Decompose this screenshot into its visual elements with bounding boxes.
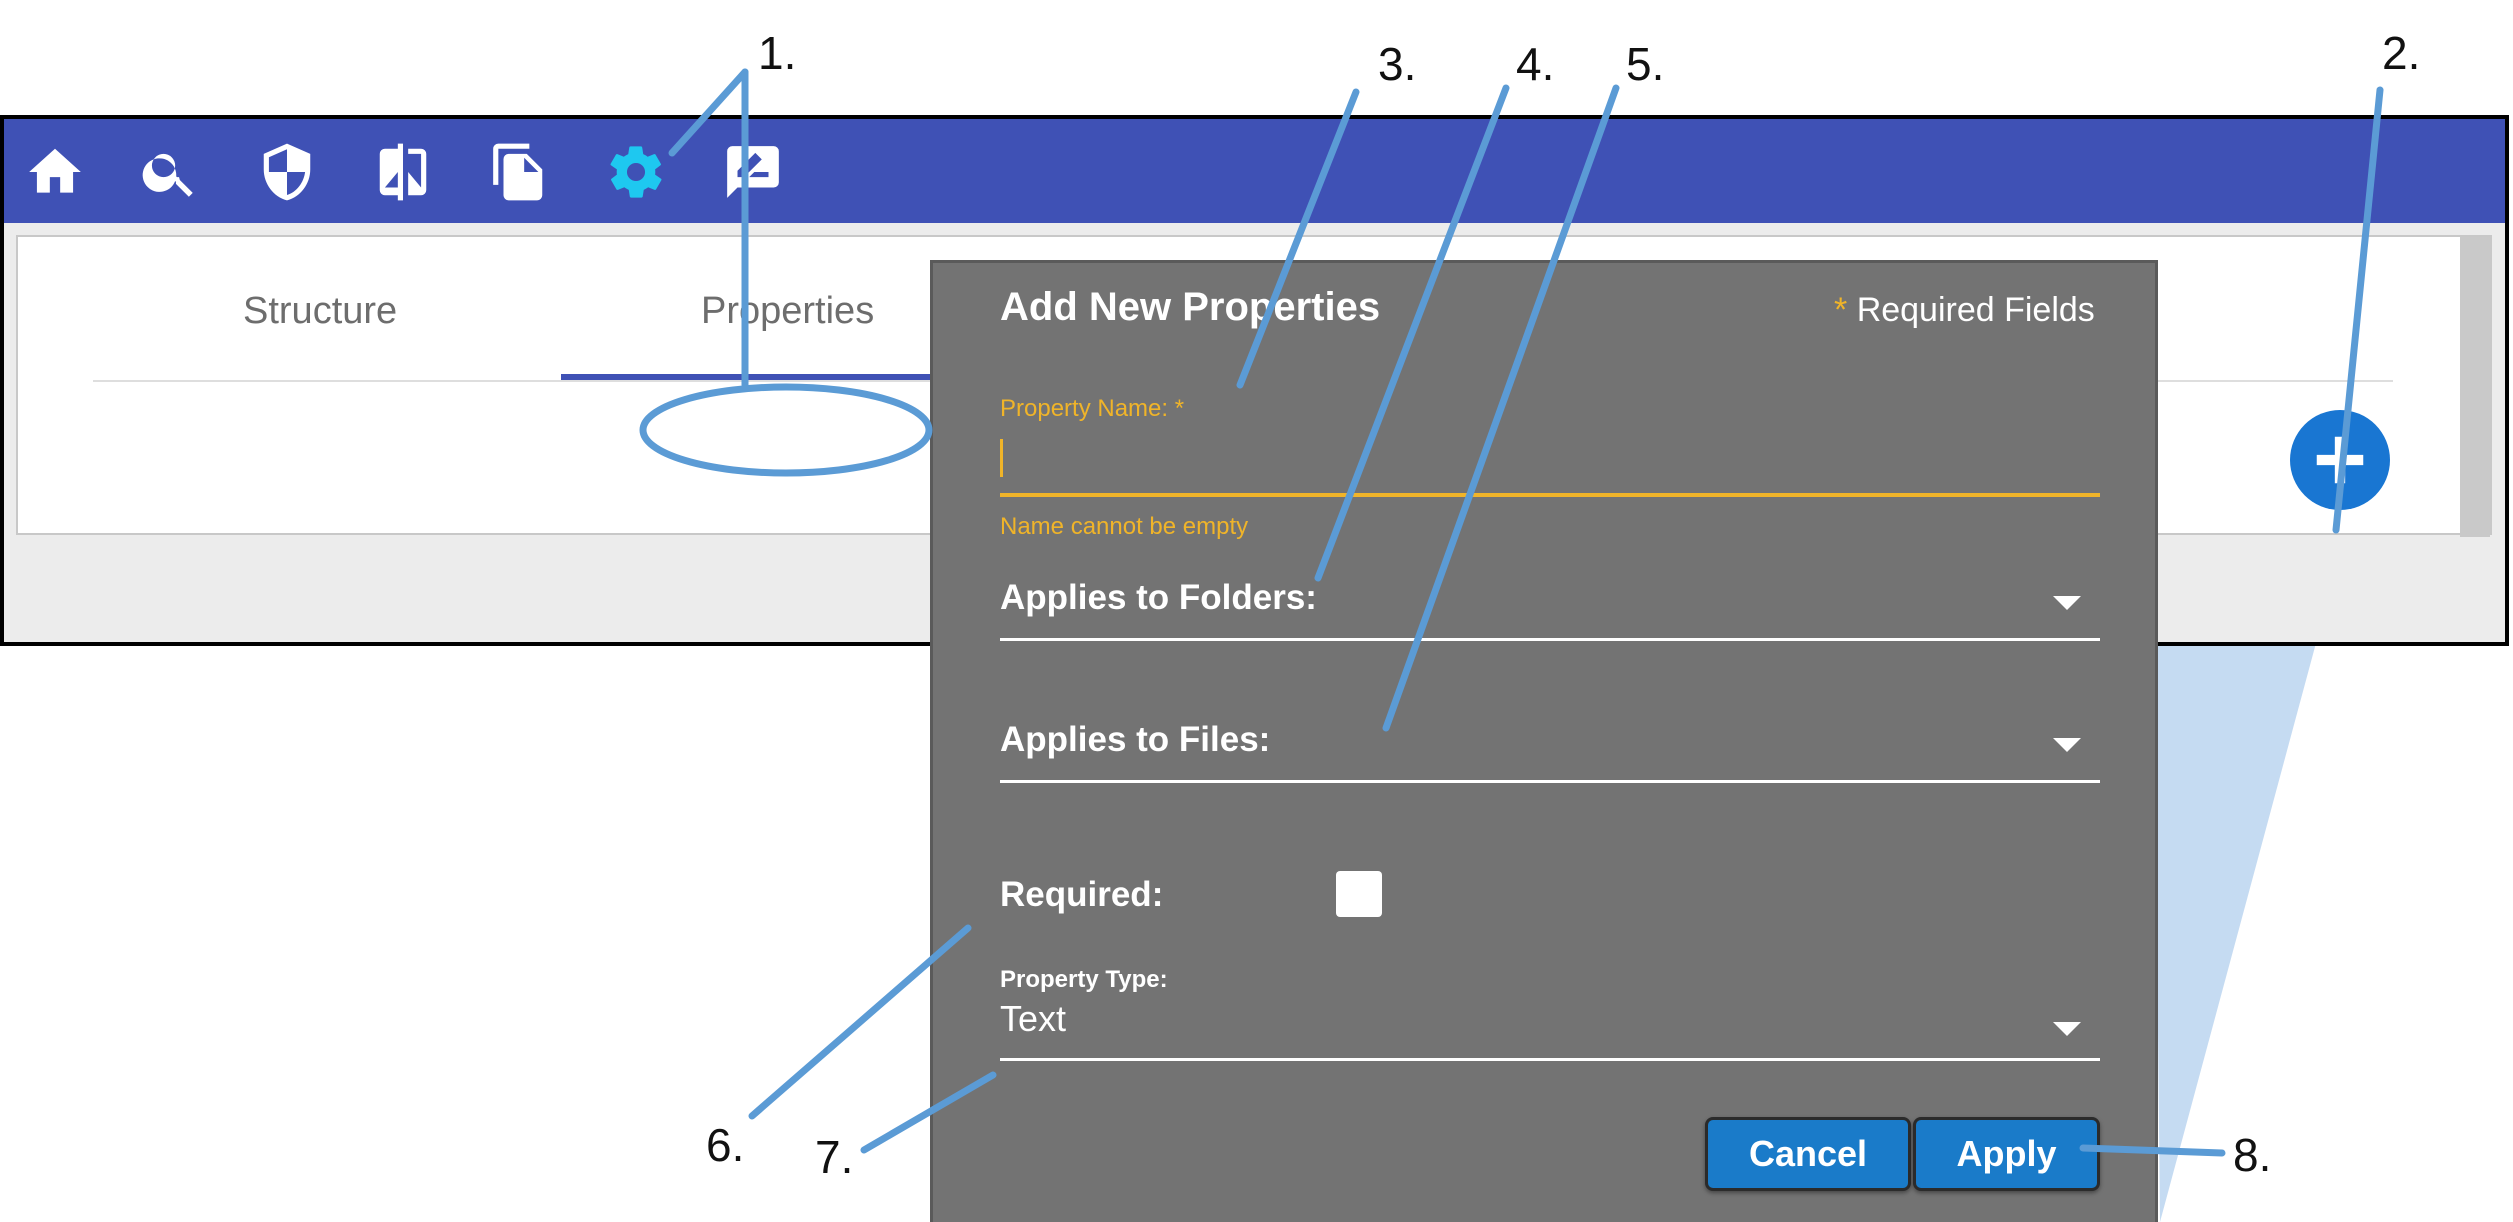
dialog-title: Add New Properties (1000, 285, 1381, 329)
tab-structure[interactable]: Structure (243, 290, 398, 332)
property-type-label: Property Type: (1000, 966, 1168, 993)
gear-icon[interactable] (605, 141, 667, 203)
property-name-underline (1000, 493, 2100, 497)
required-star: * (1834, 291, 1848, 329)
applies-to-files-select[interactable]: Applies to Files: (1000, 710, 2100, 783)
required-checkbox[interactable] (1336, 871, 1382, 917)
applies-to-folders-select[interactable]: Applies to Folders: (1000, 568, 2100, 641)
chevron-down-icon (2053, 738, 2081, 752)
property-type-underline (1000, 1058, 2100, 1061)
top-toolbar (4, 119, 2505, 223)
property-name-error: Name cannot be empty (1000, 513, 1249, 540)
callout-2: 2. (2382, 27, 2421, 79)
property-name-label: Property Name: * (1000, 395, 1185, 422)
property-type-value: Text (1000, 998, 1067, 1039)
add-property-button[interactable] (2290, 410, 2390, 510)
required-fields-label: Required Fields (1856, 291, 2095, 329)
text-cursor (1000, 439, 1003, 477)
property-type-select[interactable]: Text (1000, 998, 2100, 1063)
folders-underline (1000, 638, 2100, 641)
shield-icon[interactable] (256, 141, 318, 203)
chevron-down-icon (2053, 1022, 2081, 1036)
callout-7: 7. (815, 1131, 854, 1183)
callout-1: 1. (758, 27, 797, 79)
add-properties-dialog: Add New Properties * Required Fields Pro… (930, 260, 2158, 1222)
plus-icon (2316, 436, 2364, 484)
property-name-input[interactable] (1000, 433, 2100, 483)
active-tab-indicator (561, 374, 941, 380)
home-icon[interactable] (24, 141, 86, 203)
required-fields-note: * Required Fields (1834, 291, 2095, 330)
cancel-button[interactable]: Cancel (1705, 1117, 1911, 1191)
callout-5: 5. (1626, 38, 1665, 90)
scrollbar[interactable] (2460, 237, 2490, 537)
apply-button[interactable]: Apply (1913, 1117, 2100, 1191)
callout-4: 4. (1516, 38, 1555, 90)
files-underline (1000, 780, 2100, 783)
copy-icon[interactable] (488, 141, 550, 203)
tab-properties[interactable]: Properties (701, 290, 875, 332)
required-checkbox-label: Required: (1000, 875, 1164, 914)
applies-to-files-label: Applies to Files: (1000, 720, 1271, 759)
applies-to-folders-label: Applies to Folders: (1000, 578, 1317, 617)
callout-8: 8. (2233, 1129, 2272, 1181)
search-icon[interactable] (139, 141, 201, 203)
callout-3: 3. (1378, 38, 1417, 90)
compare-icon[interactable] (372, 141, 434, 203)
callout-6: 6. (706, 1119, 745, 1171)
chevron-down-icon (2053, 596, 2081, 610)
feedback-icon[interactable] (722, 141, 784, 203)
